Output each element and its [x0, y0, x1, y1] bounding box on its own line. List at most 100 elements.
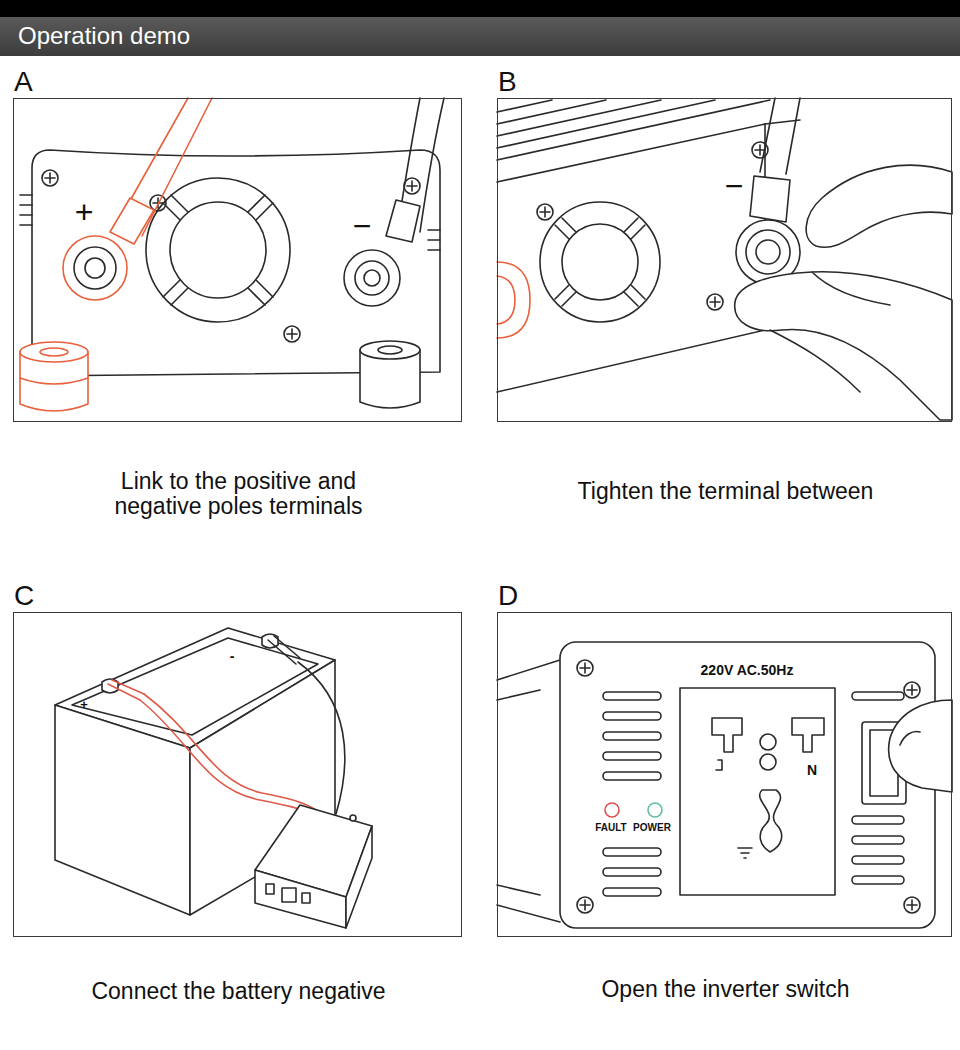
screw: [411, 181, 413, 191]
hand: [770, 330, 860, 392]
rubber-foot: [20, 378, 88, 384]
hand: [812, 272, 890, 305]
positive-terminal: [63, 236, 127, 300]
inverter-housing: [32, 150, 440, 376]
inverter-housing: [497, 905, 560, 922]
inverter-housing: [20, 204, 32, 206]
vent-slot: [603, 712, 661, 720]
cooling-fan: [248, 288, 265, 305]
positive-terminal: [74, 247, 116, 289]
cooling-fan: [256, 280, 273, 297]
panel-marking: FAULT: [595, 823, 626, 833]
vent-slot: [852, 876, 904, 884]
page-title: Operation demo: [18, 24, 190, 48]
cooling-fan: [146, 178, 290, 322]
ac-socket: [680, 688, 835, 895]
cooling-fan: [163, 280, 180, 297]
panel-marking: 220V AC.50Hz: [701, 663, 794, 677]
status-led: [605, 803, 662, 817]
ac-socket: [712, 718, 742, 752]
vent-slot: [603, 868, 661, 876]
inverter-housing: [497, 690, 540, 700]
vent-slot: [603, 692, 661, 700]
screw: [904, 897, 920, 913]
screw: [584, 900, 586, 910]
hand: [806, 165, 952, 247]
ac-socket: [792, 718, 824, 752]
cooling-fan: [256, 203, 273, 220]
red-cable: [112, 680, 144, 694]
step-caption: Link to the positive and negative poles …: [89, 469, 389, 520]
negative-terminal: [750, 176, 790, 222]
cooling-fan: [562, 292, 576, 306]
screw: [759, 145, 761, 155]
negative-terminal: [344, 98, 444, 306]
inverter-housing: [428, 239, 440, 241]
black-cable: [274, 636, 300, 658]
inverter-housing: [428, 249, 440, 251]
inverter-housing: [497, 100, 606, 124]
negative-terminal: [786, 98, 800, 174]
ac-socket: [760, 790, 782, 852]
step-panel: CConnect the battery negative: [13, 612, 462, 937]
positive-terminal: [497, 262, 530, 338]
step-panel: ALink to the positive and negative poles…: [13, 98, 462, 422]
status-led: [648, 803, 662, 817]
inverter-housing: [497, 660, 560, 680]
positive-terminal: [110, 198, 154, 244]
screw: [911, 900, 913, 910]
step-letter: D: [498, 582, 518, 610]
black-cable: [298, 662, 345, 814]
cooling-fan: [562, 224, 638, 300]
cooling-fan: [171, 288, 188, 305]
power-switch: [889, 700, 952, 792]
positive-terminal: [497, 276, 515, 324]
red-cable: [108, 680, 318, 814]
hand: [735, 272, 952, 420]
rubber-foot: [20, 342, 88, 362]
screw: [707, 294, 723, 310]
inverter: [346, 826, 372, 928]
inverter: [266, 884, 274, 894]
vent-slot: [852, 692, 904, 700]
panel-marking: POWER: [633, 823, 671, 833]
positive-terminal: [497, 262, 530, 338]
ac-socket: [760, 734, 776, 750]
power-switch: [900, 732, 920, 745]
positive-terminal: [85, 258, 105, 278]
red-cable: [108, 684, 140, 700]
inverter-housing: [497, 100, 552, 112]
rubber-foot: [20, 341, 420, 411]
polarity-mark: −: [353, 210, 372, 242]
screw: [577, 897, 593, 913]
rubber-foot: [360, 341, 420, 359]
screw: [537, 204, 553, 220]
negative-terminal: [364, 270, 380, 286]
screw: [714, 297, 716, 307]
inverter-housing: [20, 194, 32, 196]
step-letter: B: [498, 68, 517, 96]
screw: [577, 660, 920, 913]
polarity-mark: -: [230, 649, 235, 663]
polarity-mark: −: [725, 170, 744, 202]
inverter-housing: [497, 100, 800, 392]
screw: [49, 173, 51, 183]
negative-terminal: [386, 200, 420, 242]
cooling-fan: [146, 178, 290, 322]
inverter: [302, 893, 310, 903]
rubber-foot: [378, 346, 402, 354]
vent-slot: [852, 856, 904, 864]
black-cable: [268, 636, 345, 814]
ac-socket: [680, 688, 835, 895]
negative-terminal: [344, 250, 400, 306]
negative-terminal: [760, 98, 775, 172]
step-panel: BTighten the terminal between: [497, 98, 952, 422]
inverter-housing: [428, 229, 440, 231]
step-letter: C: [14, 582, 34, 610]
cooling-fan: [555, 225, 569, 239]
step-caption: Connect the battery negative: [29, 979, 449, 1004]
inverter-housing: [497, 885, 540, 895]
screw: [404, 178, 420, 194]
screw: [911, 685, 913, 695]
